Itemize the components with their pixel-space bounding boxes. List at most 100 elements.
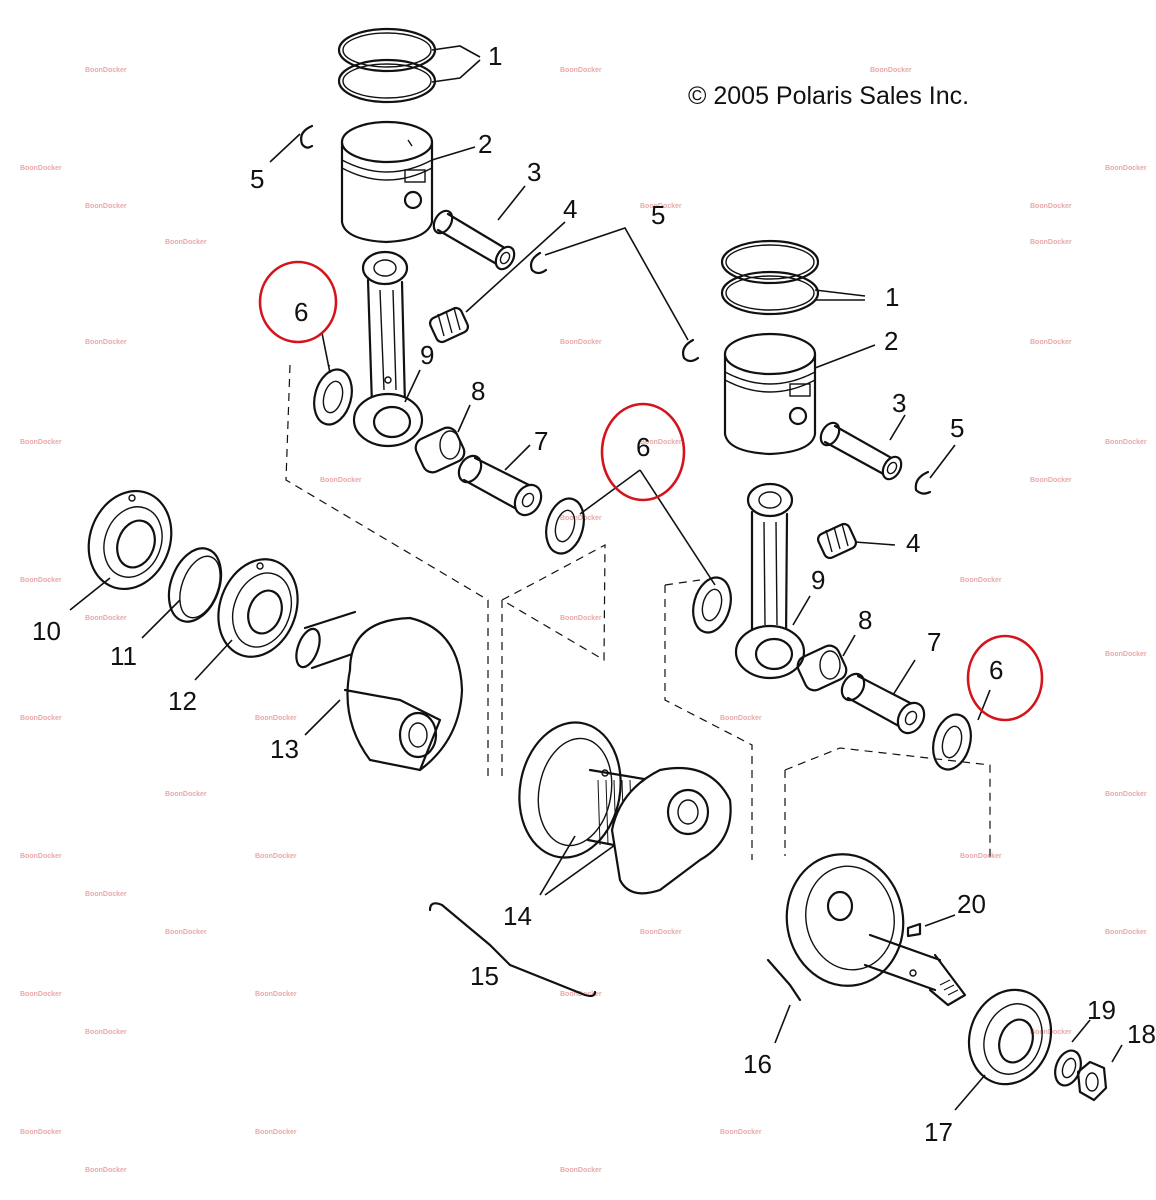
callout-3a: 3 [527,157,541,187]
highlight-circle-6b [600,402,686,502]
thrust-washer-right-a [692,576,732,634]
watermark: BoonDocker [720,1129,762,1136]
callout-5a: 5 [250,164,264,194]
watermark: BoonDocker [1105,165,1147,172]
watermark: BoonDocker [85,891,127,898]
circlip-right-top [681,338,700,363]
thrust-washer-right-b [932,713,972,771]
callout-labels: 1 2 3 4 5 5 6 9 8 7 6 1 2 3 5 4 9 8 7 6 … [32,41,1156,1147]
watermark: BoonDocker [1030,203,1072,210]
crank-half-16 [766,853,967,1007]
callout-1a: 1 [488,41,502,71]
watermark: BoonDocker [20,991,62,998]
callout-11: 11 [110,641,137,671]
watermark: BoonDocker [960,853,1002,860]
watermark: BoonDocker [640,439,682,446]
watermark: BoonDocker [1030,339,1072,346]
callout-1b: 1 [885,282,899,312]
crank-pin-right [840,672,926,735]
watermark: BoonDocker [255,1129,297,1136]
woodruff-key-20 [906,922,922,938]
watermark: BoonDocker [560,615,602,622]
callout-8b: 8 [858,605,872,635]
highlight-circle-6c [966,634,1044,722]
watermark: BoonDocker [720,715,762,722]
nut-18 [1076,1060,1108,1102]
watermark: BoonDocker [255,991,297,998]
watermark: BoonDocker [85,67,127,74]
callout-10: 10 [32,616,61,646]
callout-17: 17 [924,1117,953,1147]
piston-left [340,120,434,244]
callout-20: 20 [957,889,986,919]
watermark: BoonDocker [640,929,682,936]
watermark: BoonDocker [20,853,62,860]
callout-4b: 4 [906,528,920,558]
callout-6a: 6 [294,297,308,327]
watermark: BoonDocker [560,67,602,74]
thrust-washer-left-a [313,368,353,426]
callout-4a: 4 [563,194,577,224]
highlight-circle-6a [258,260,338,344]
piston-rings-right [720,239,820,316]
watermark: BoonDocker [560,515,602,522]
watermark: BoonDocker [960,577,1002,584]
crank-center-14 [518,721,732,895]
circlip-right-side [914,470,932,495]
piston-pin-left [432,209,516,271]
watermark: BoonDocker [85,1167,127,1174]
callout-6c: 6 [989,655,1003,685]
main-bearing-12 [217,558,299,658]
watermark: BoonDocker [20,715,62,722]
circlip-left-top [300,124,314,149]
callout-18: 18 [1127,1019,1156,1049]
watermark: BoonDocker [255,715,297,722]
watermark: BoonDocker [20,165,62,172]
callout-6b: 6 [636,432,650,462]
callout-15: 15 [470,961,499,991]
big-end-bearing-left [414,426,466,474]
small-end-bearing-right [816,522,858,560]
watermark: BoonDocker [870,67,912,74]
watermark: BoonDocker [85,615,127,622]
piston-right [723,332,817,456]
watermark: BoonDocker [640,203,682,210]
callout-19: 19 [1087,995,1116,1025]
watermark: BoonDocker [1030,477,1072,484]
watermark: BoonDocker [165,791,207,798]
callout-5c: 5 [950,413,964,443]
watermark: BoonDocker [165,239,207,246]
callout-2a: 2 [478,129,492,159]
highlight-circles [258,260,1044,722]
callout-5b: 5 [651,200,665,230]
watermark: BoonDocker [320,477,362,484]
watermark: BoonDocker [560,339,602,346]
callout-16: 16 [743,1049,772,1079]
crank-pin-left [457,454,543,517]
watermark: BoonDocker [20,439,62,446]
watermark: BoonDocker [1105,929,1147,936]
leader-lines [69,45,1123,1111]
callout-12: 12 [168,686,197,716]
big-end-bearing-right [796,644,848,692]
alignment-lines [285,364,991,860]
callout-9a: 9 [420,340,434,370]
copyright-text: © 2005 Polaris Sales Inc. [688,82,969,110]
watermark: BoonDocker [1105,791,1147,798]
watermark: BoonDocker [165,929,207,936]
callout-14: 14 [503,901,532,931]
watermark: BoonDocker [85,203,127,210]
watermark: BoonDocker [20,1129,62,1136]
callout-2b: 2 [884,326,898,356]
watermark: BoonDocker [1105,651,1147,658]
connecting-rod-left [352,250,424,448]
watermark-layer: BoonDocker BoonDocker BoonDocker BoonDoc… [20,67,1147,1174]
watermark: BoonDocker [255,853,297,860]
callout-9b: 9 [811,565,825,595]
assembly-bracket-15 [428,902,597,998]
watermark: BoonDocker [85,1029,127,1036]
watermark: BoonDocker [1105,439,1147,446]
circlip-middle [529,251,548,275]
main-bearing-10 [87,489,173,591]
